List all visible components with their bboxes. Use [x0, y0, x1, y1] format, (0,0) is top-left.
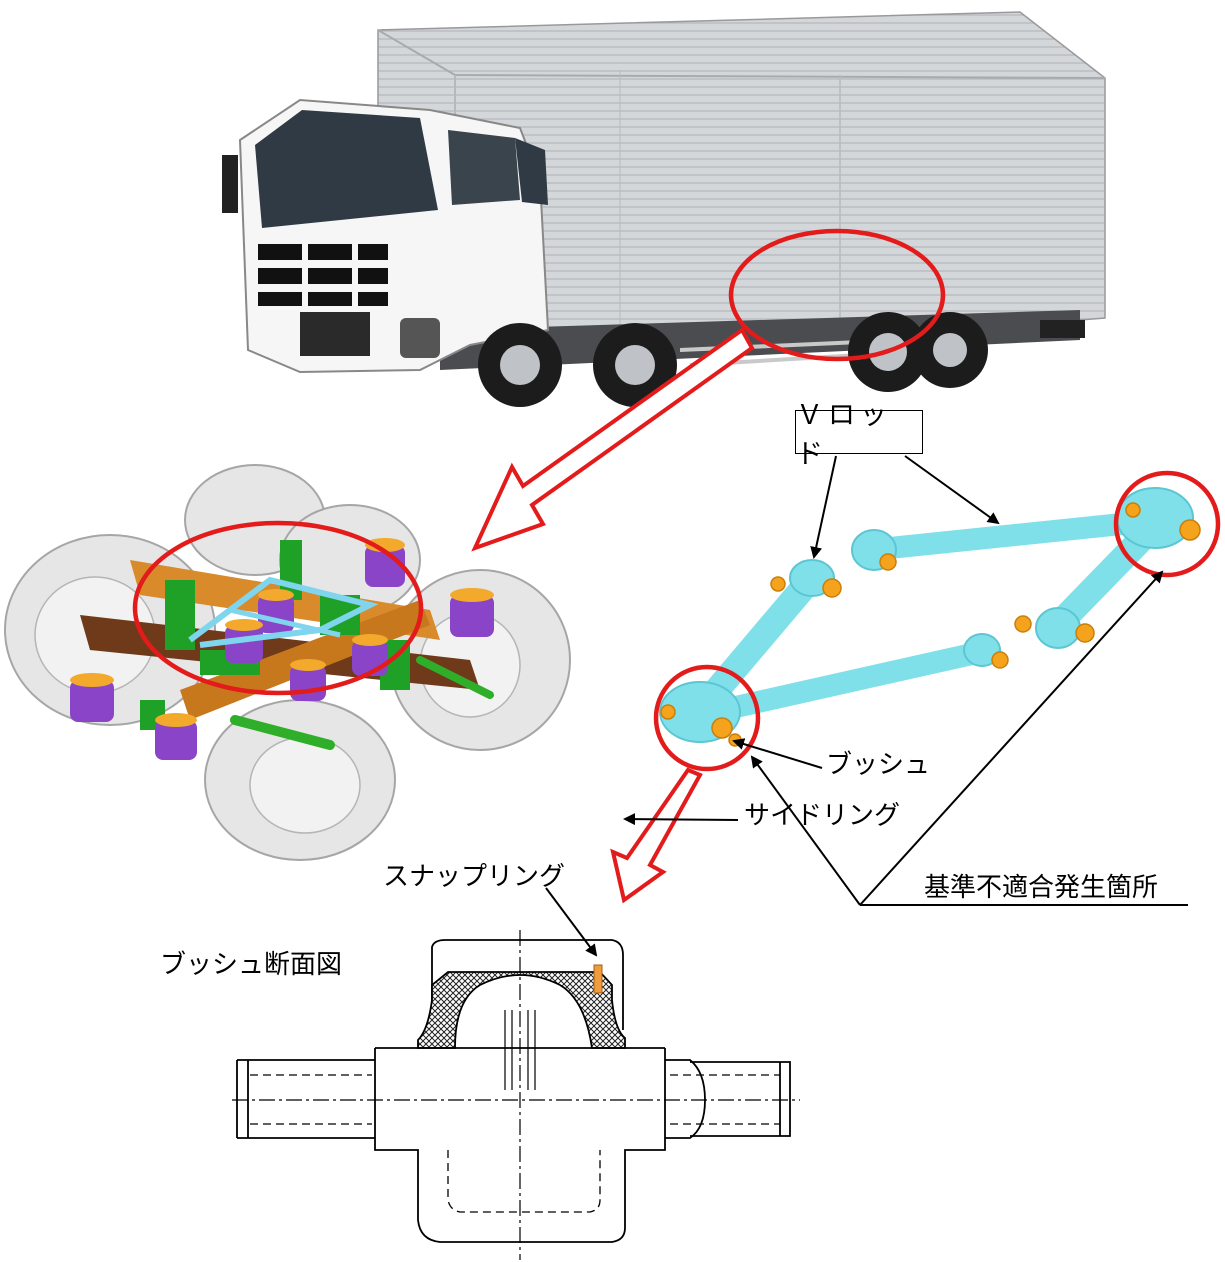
- air-spring: [258, 589, 294, 633]
- air-spring: [225, 619, 263, 663]
- leader-lines: [545, 455, 1188, 957]
- air-spring: [365, 538, 405, 587]
- nonconformity-location-label: 基準不適合発生箇所: [924, 873, 1159, 903]
- red-arrow-to-cross-section: [610, 767, 703, 904]
- suspension-assembly: [4, 464, 571, 861]
- v-rod-label: Ｖロッド: [795, 400, 923, 470]
- truck-highlight-ellipse: [728, 228, 946, 362]
- bush-highlight-circle-right: [1113, 470, 1221, 578]
- bush-cross-section-title: ブッシュ断面図: [160, 950, 343, 980]
- suspension-highlight-ellipse: [132, 520, 424, 696]
- bush-label: ブッシュ: [826, 750, 931, 780]
- red-arrow-to-suspension: [471, 327, 755, 552]
- wheel: [478, 323, 562, 407]
- truck-photo: [222, 11, 1106, 407]
- side-ring-label: サイドリング: [744, 801, 901, 831]
- bush-cross-section-drawing: [232, 930, 800, 1260]
- air-spring: [450, 588, 494, 637]
- snap-ring-part: [593, 964, 603, 994]
- wheel: [912, 312, 988, 388]
- v-rod-parts: [659, 487, 1201, 747]
- wheel: [593, 323, 677, 407]
- air-spring: [155, 713, 197, 760]
- air-spring: [70, 673, 114, 722]
- bush-highlight-circle-left: [653, 664, 761, 772]
- snap-ring-label: スナップリング: [383, 862, 566, 892]
- air-spring: [352, 634, 388, 676]
- air-spring: [290, 659, 326, 701]
